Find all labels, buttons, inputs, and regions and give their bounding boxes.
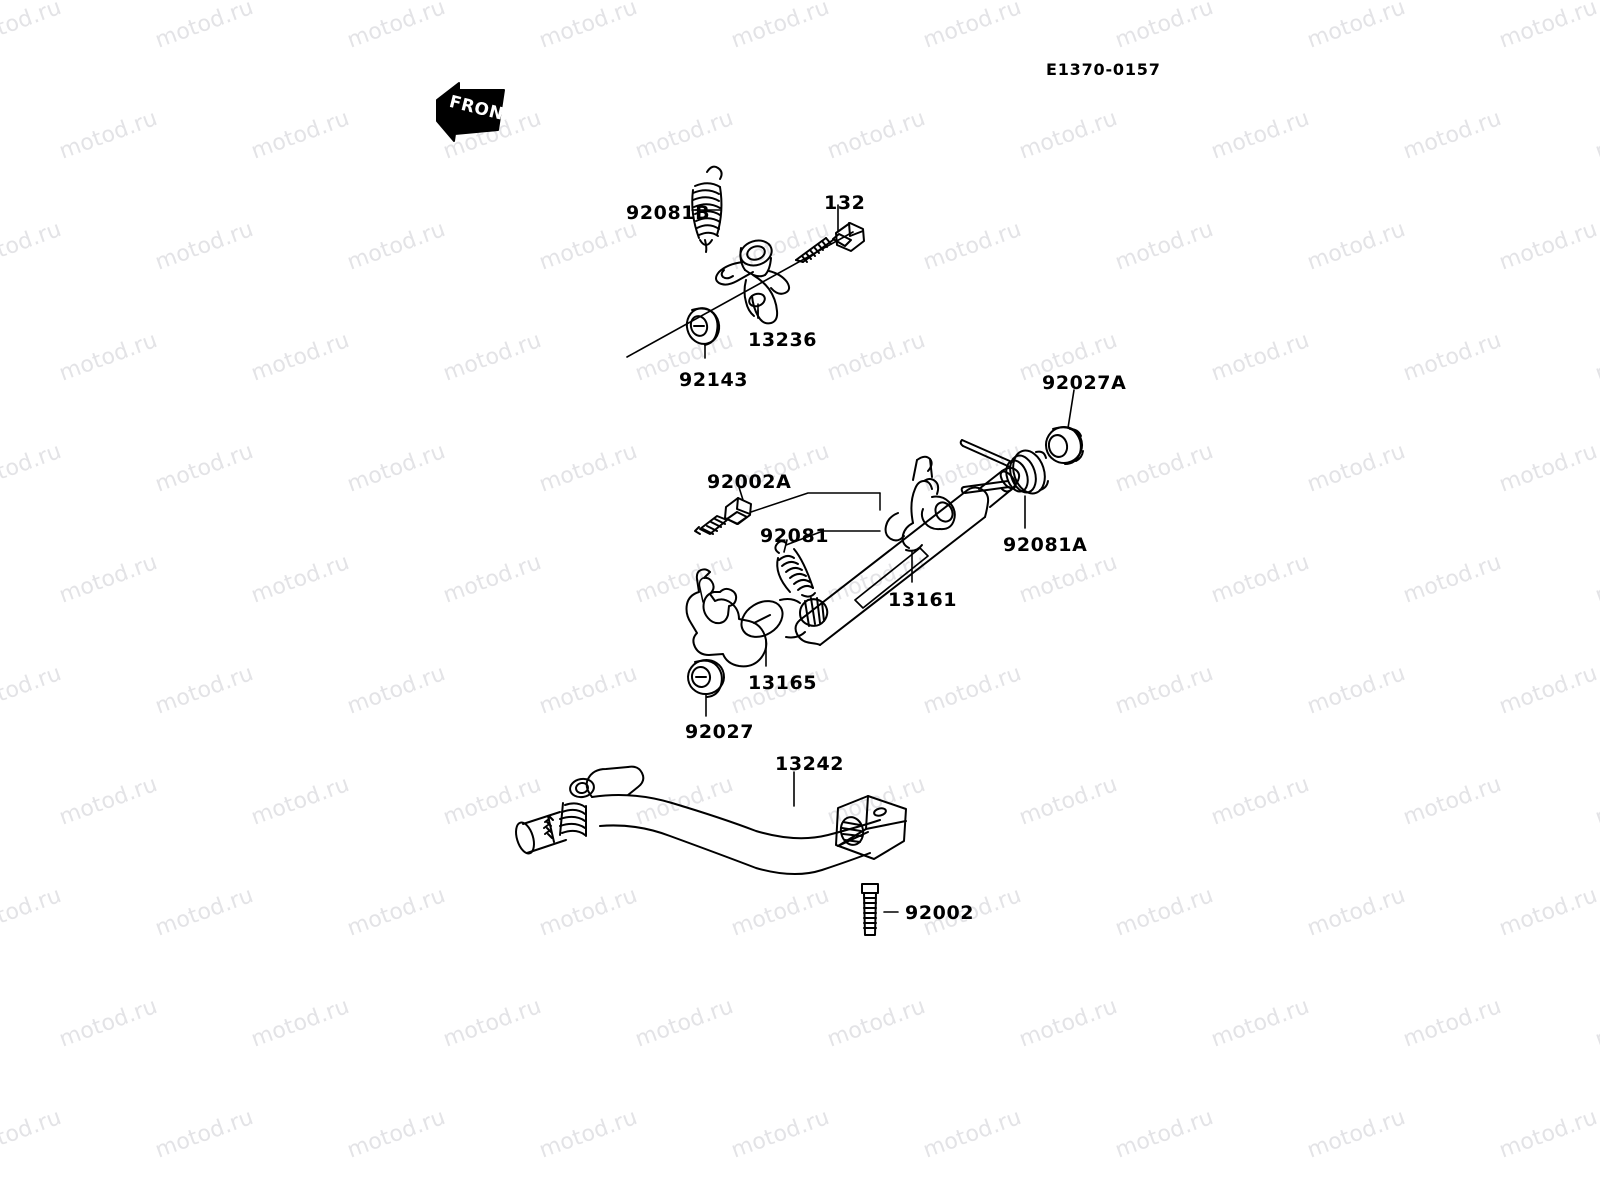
shift-lever-plate-13165-icon: [685, 568, 806, 668]
flange-bolt-132-icon: [795, 222, 865, 263]
shift-arm-assembly-drawing: [626, 165, 865, 358]
bushing-92027A-icon: [1045, 426, 1084, 465]
gear-change-pedal-assembly-drawing: [515, 765, 907, 936]
part-label-92002: 92002: [905, 902, 975, 924]
part-label-92027A: 92027A: [1042, 372, 1127, 394]
shift-arm-bracket-13236-icon: [715, 239, 791, 325]
gear-change-pedal-13242-icon: [515, 765, 907, 876]
shift-shaft-13161-icon: [794, 455, 1021, 646]
part-label-92002A: 92002A: [707, 471, 792, 493]
part-label-13165: 13165: [748, 672, 818, 694]
part-label-13236: 13236: [748, 329, 818, 351]
part-label-13161: 13161: [888, 589, 958, 611]
coil-spring-92081-icon: [774, 530, 881, 598]
shift-shaft-assembly-drawing: [685, 426, 1084, 698]
part-label-132: 132: [824, 192, 866, 214]
part-label-92027: 92027: [685, 721, 755, 743]
flange-screw-92002A-icon: [694, 492, 881, 535]
part-label-92081: 92081: [760, 525, 830, 547]
coil-spring-92081B-icon: [691, 165, 723, 253]
part-label-13242: 13242: [775, 753, 845, 775]
front-arrow-icon: [436, 82, 505, 142]
part-label-92143: 92143: [679, 369, 749, 391]
part-label-92081A: 92081A: [1003, 534, 1088, 556]
torsion-spring-92081A-icon: [959, 439, 1049, 495]
leader-lines: [691, 204, 1075, 913]
diagram-code: E1370-0157: [1046, 60, 1161, 79]
pinch-bolt-92002-icon: [861, 883, 879, 936]
leader-92081: [783, 539, 788, 553]
collar-bushing-92143-icon: [685, 307, 721, 346]
leader-92027A: [1067, 389, 1075, 429]
part-label-92081B: 92081B: [626, 202, 711, 224]
leader-92002A: [737, 483, 744, 501]
bushing-92027-icon: [687, 658, 725, 698]
shaft-spline-coupling-icon: [799, 597, 829, 627]
